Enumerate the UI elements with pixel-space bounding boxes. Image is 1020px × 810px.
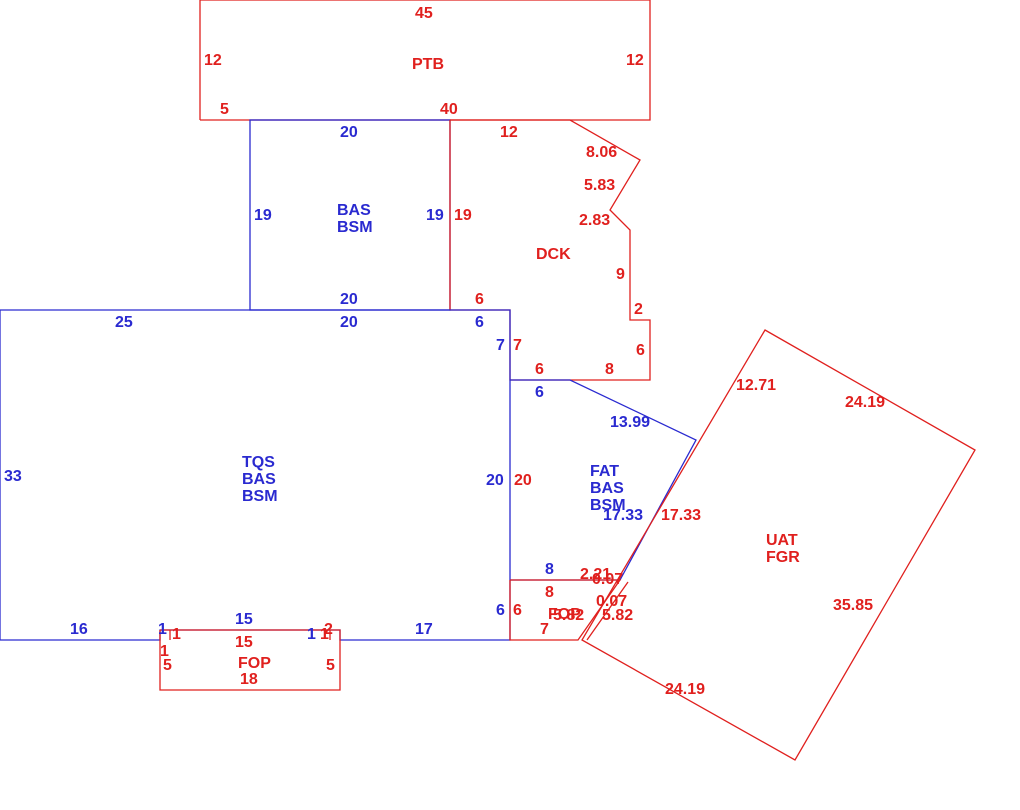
dim-label: 6 — [535, 384, 544, 401]
area-label-fgr: FGR — [766, 549, 800, 566]
dim-label: 2.21 — [580, 566, 611, 583]
dim-label: 17 — [415, 621, 433, 638]
dim-label: 12 — [204, 52, 222, 69]
area-label-fop-right: FOP — [548, 606, 581, 623]
dim-label: 20 — [340, 124, 358, 141]
dim-label: 8 — [605, 361, 614, 378]
area-label-bsm-main: BSM — [242, 488, 278, 505]
dim-label: 20 — [514, 472, 532, 489]
dim-label: 45 — [415, 5, 433, 22]
fop-bottom-outline — [159, 629, 341, 691]
dim-label: 1 — [160, 643, 169, 660]
dim-label: 25 — [115, 314, 133, 331]
dim-label: 15 — [235, 634, 253, 651]
dim-label: 1 — [172, 626, 181, 643]
dim-label: 15 — [235, 611, 253, 628]
dim-label: 8 — [545, 561, 554, 578]
dim-label: 6 — [475, 291, 484, 308]
area-label-bas-main: BAS — [242, 471, 276, 488]
dim-label: 2.83 — [579, 212, 610, 229]
dim-label: 20 — [486, 472, 504, 489]
dim-label: 5.83 — [584, 177, 615, 194]
dim-label: 5.82 — [553, 607, 584, 624]
area-label-tqs: TQS — [242, 454, 275, 471]
area-label-bas-fat: BAS — [590, 480, 624, 497]
dim-label: 6 — [535, 361, 544, 378]
dim-label: 5 — [163, 657, 172, 674]
dim-label: 18 — [240, 671, 258, 688]
dim-label: 8 — [545, 584, 554, 601]
area-label-fat: FAT — [590, 463, 619, 480]
dim-label: 19 — [254, 207, 272, 224]
dim-label: 1 — [307, 626, 316, 643]
dim-label: 6 — [513, 602, 522, 619]
dim-label: 5 — [326, 657, 335, 674]
dim-label: 6 — [636, 342, 645, 359]
dim-label: 12.71 — [736, 377, 776, 394]
dim-label: 20 — [340, 314, 358, 331]
dim-label: 40 — [440, 101, 458, 118]
fop-right-outline — [509, 579, 622, 641]
dim-label: 5.82 — [602, 607, 633, 624]
dim-label: 1 — [320, 626, 329, 643]
dim-label: 5 — [220, 101, 229, 118]
dim-label: 20 — [340, 291, 358, 308]
area-label-bsm-fat: BSM — [590, 497, 626, 514]
area-label-ptb: PTB — [412, 56, 444, 73]
dim-label: 0.07 — [592, 571, 623, 588]
area-label-uat: UAT — [766, 532, 798, 549]
dim-label: 24.19 — [845, 394, 885, 411]
dim-label: 17.33 — [603, 507, 643, 524]
uat-outline — [581, 329, 976, 761]
area-label-fop-bottom: FOP — [238, 655, 271, 672]
dim-label: 9 — [616, 266, 625, 283]
dim-label: 2 — [634, 301, 643, 318]
area-label-bsm-top: BSM — [337, 219, 373, 236]
dim-label: 7 — [496, 337, 505, 354]
area-label-dck: DCK — [536, 246, 571, 263]
fop-right-divider — [586, 581, 629, 641]
dim-label: 2 — [324, 621, 333, 638]
dim-label: 1 — [158, 621, 167, 638]
dim-label: 24.19 — [665, 681, 705, 698]
dim-label: 12 — [626, 52, 644, 69]
dim-label: 19 — [454, 207, 472, 224]
dim-label: 16 — [70, 621, 88, 638]
dim-label: 17.33 — [661, 507, 701, 524]
dim-label: 6 — [496, 602, 505, 619]
dim-label: 12 — [500, 124, 518, 141]
dim-label: 0.07 — [596, 593, 627, 610]
area-label-bas-top: BAS — [337, 202, 371, 219]
dim-label: 7 — [513, 337, 522, 354]
dim-label: 35.85 — [833, 597, 873, 614]
dim-label: 6 — [475, 314, 484, 331]
dim-label: 8.06 — [586, 144, 617, 161]
dim-label: 33 — [4, 468, 22, 485]
dim-label: 19 — [426, 207, 444, 224]
dim-label: 13.99 — [610, 414, 650, 431]
dim-label: 7 — [540, 621, 549, 638]
